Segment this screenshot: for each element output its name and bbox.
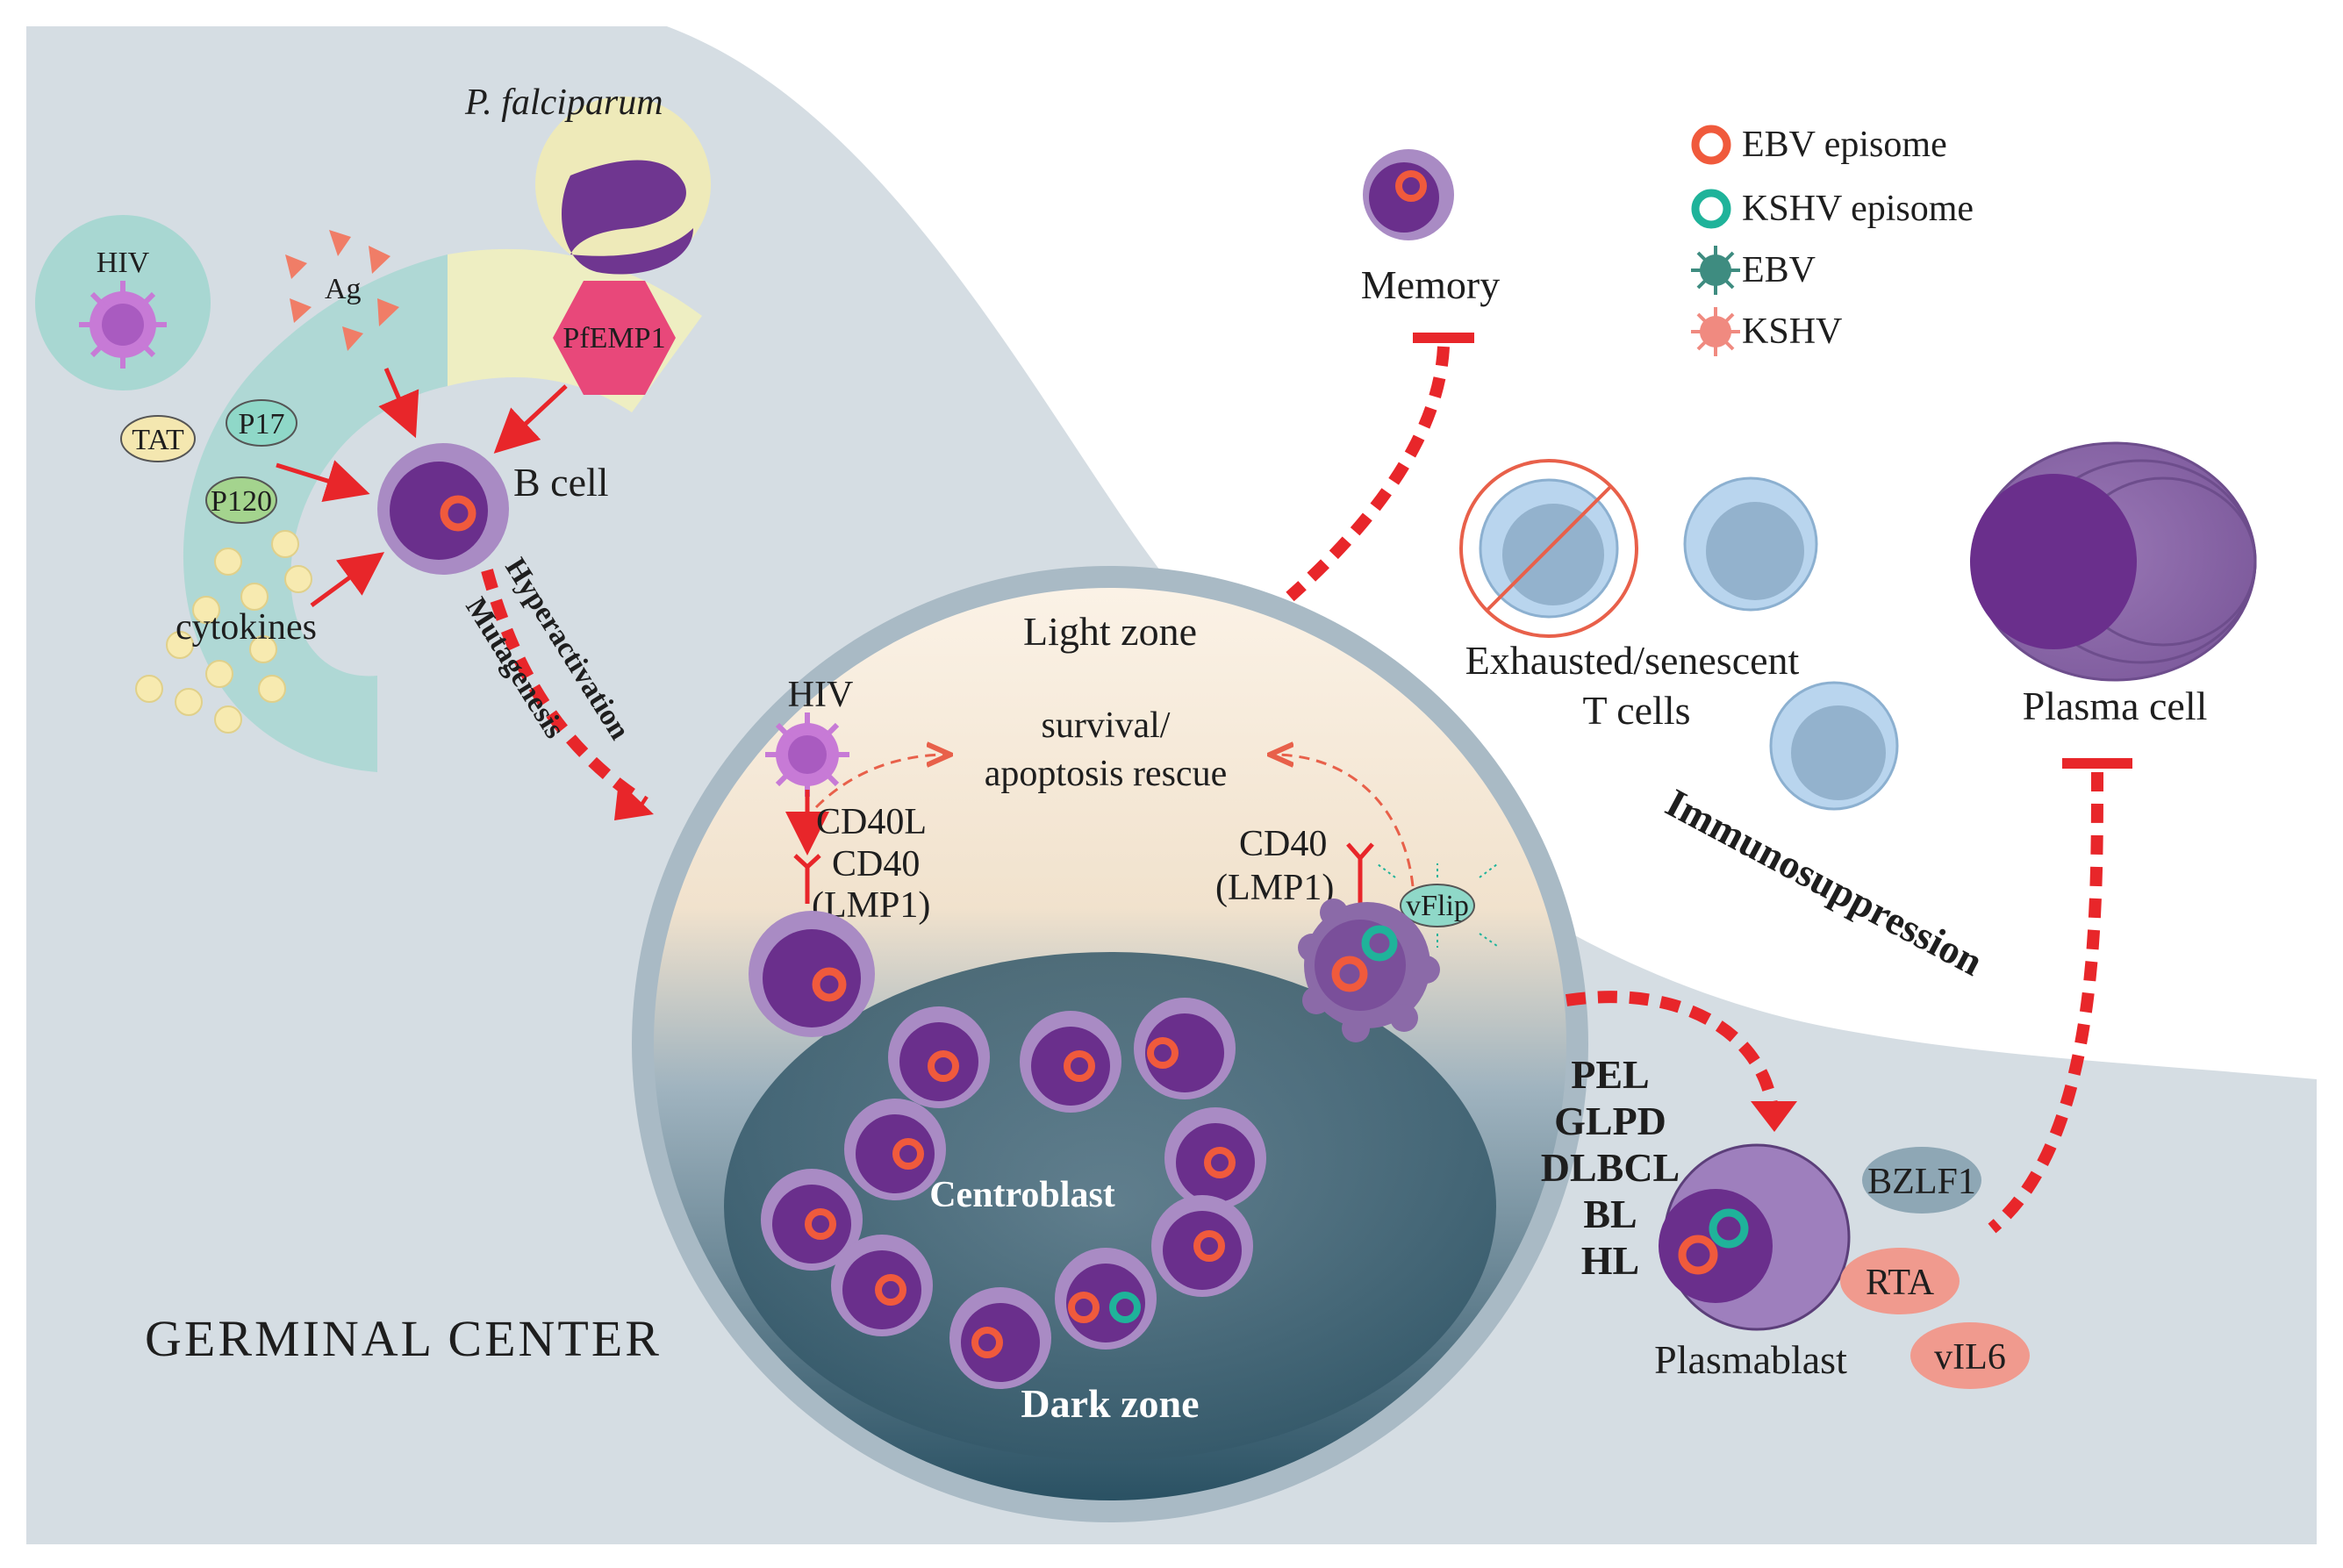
dark-zone-label: Dark zone [1021, 1381, 1199, 1426]
rta-oval [1840, 1248, 1960, 1314]
survival-label-line2: apoptosis rescue [985, 754, 1227, 794]
centroblast-cell [761, 1169, 863, 1271]
legend-ebv-icon [1691, 246, 1740, 295]
stimulus-arc-teal [183, 254, 448, 772]
light-zone-label: Light zone [1023, 609, 1197, 654]
p120-label: P120 [211, 485, 272, 518]
centroblast-cell [888, 1006, 990, 1108]
b-cell [377, 443, 509, 575]
centroblast-label: Centroblast [929, 1175, 1115, 1215]
hiv-label-left: HIV [97, 247, 150, 279]
cd40-left-label: CD40 [832, 844, 920, 884]
legend-kshv-episome-icon [1691, 189, 1731, 229]
rta-label: RTA [1866, 1263, 1935, 1303]
lymphoma-item: BL [1583, 1192, 1637, 1236]
vflip-oval [1400, 884, 1475, 927]
cytokine-dots [135, 530, 312, 734]
centroblast-cell [1164, 1107, 1266, 1209]
plasma-cell-label: Plasma cell [2023, 684, 2208, 728]
hiv-label-center: HIV [788, 675, 854, 715]
centroblast-cell [1151, 1195, 1253, 1297]
plasma-inhibition-line [1988, 771, 2103, 1234]
tat-label: TAT [132, 424, 184, 456]
legend-ebv-episome-icon [1691, 125, 1731, 165]
plasmablast-arrow [1565, 991, 1779, 1111]
lymphoma-item: HL [1581, 1238, 1639, 1283]
lymphoma-list: PEL GLPD DLBCL BL HL [1541, 1052, 1680, 1283]
antigen-triangles [285, 230, 399, 351]
legend-kshv-icon [1691, 307, 1740, 356]
plasmablast-arrowhead [1751, 1101, 1797, 1132]
hyperactivation-arrowhead [614, 781, 654, 820]
plasmablast-label: Plasmablast [1654, 1337, 1847, 1382]
survival-arrow-left [814, 755, 948, 809]
gc-b-cell-left [749, 911, 875, 1037]
cd40-right-label: CD40 [1239, 824, 1327, 864]
legend-kshv-label: KSHV [1742, 311, 1842, 352]
hiv-virus-icon [79, 281, 167, 369]
hyperactivation-arrow [481, 569, 648, 808]
vil6-label: vIL6 [1934, 1337, 2006, 1378]
centroblast-cells [761, 998, 1266, 1389]
legend-ebv-episome-label: EBV episome [1742, 125, 1947, 165]
pfemp1-hexagon [553, 281, 676, 395]
vflip-label: vFlip [1406, 890, 1469, 922]
tat-oval [120, 415, 196, 462]
lymphoma-item: DLBCL [1541, 1145, 1680, 1190]
centroblast-cell [949, 1287, 1051, 1389]
p120-oval [205, 476, 277, 524]
lymphoma-item: PEL [1571, 1052, 1649, 1097]
vflip-rays [1377, 863, 1498, 948]
immunosuppression-label: Immunosuppression [1659, 780, 1990, 984]
centroblast-cell [831, 1235, 933, 1336]
exhausted-t-cells-line2: T cells [1582, 688, 1690, 733]
plasmodium-icon [562, 160, 693, 275]
p17-oval [226, 399, 297, 447]
plasmablast-cell [1659, 1143, 1851, 1331]
plasma-cell [1970, 441, 2257, 682]
legend: EBV episome KSHV episome EBV KSHV [1691, 125, 1974, 356]
stimulus-arrows [276, 368, 568, 608]
cd40-receptor-right-icon [1346, 842, 1374, 904]
centroblast-cell [844, 1099, 946, 1200]
t-cell [1683, 476, 1818, 612]
centroblast-cell [1055, 1248, 1157, 1350]
vil6-oval [1910, 1322, 2030, 1389]
cytokines-label: cytokines [176, 607, 317, 648]
p17-label: P17 [239, 408, 285, 440]
survival-arrow-right [1272, 755, 1415, 887]
centroblast-cell [1020, 1011, 1121, 1113]
pathogen-label: P. falciparum [464, 82, 663, 123]
exhausted-t-cells-line1: Exhausted/senescent [1465, 638, 1800, 683]
legend-kshv-episome-label: KSHV episome [1742, 189, 1974, 229]
germinal-center-title: GERMINAL CENTER [145, 1310, 662, 1367]
survival-label-line1: survival/ [1042, 705, 1171, 746]
b-cell-label: B cell [513, 460, 609, 505]
memory-inhibition-line [1286, 346, 1450, 602]
hiv-virus-center-icon [765, 712, 849, 797]
lymphoma-item: GLPD [1554, 1099, 1666, 1143]
exhausted-t-cell-crossed [1459, 459, 1638, 638]
pfemp1-label: PfEMP1 [562, 322, 665, 354]
cd40-receptor-left-icon [793, 854, 821, 904]
bzlf1-oval [1862, 1147, 1981, 1214]
lmp1-right-label: (LMP1) [1215, 868, 1334, 908]
ag-label: Ag [325, 273, 362, 305]
gc-infected-cell-right [1298, 899, 1440, 1042]
memory-label: Memory [1361, 262, 1500, 307]
legend-ebv-label: EBV [1742, 250, 1816, 290]
centroblast-cell [1134, 998, 1236, 1099]
cd40l-label: CD40L [816, 802, 927, 842]
t-cell [1769, 681, 1899, 811]
memory-cell [1363, 149, 1454, 240]
bzlf1-label: BZLF1 [1867, 1162, 1976, 1202]
